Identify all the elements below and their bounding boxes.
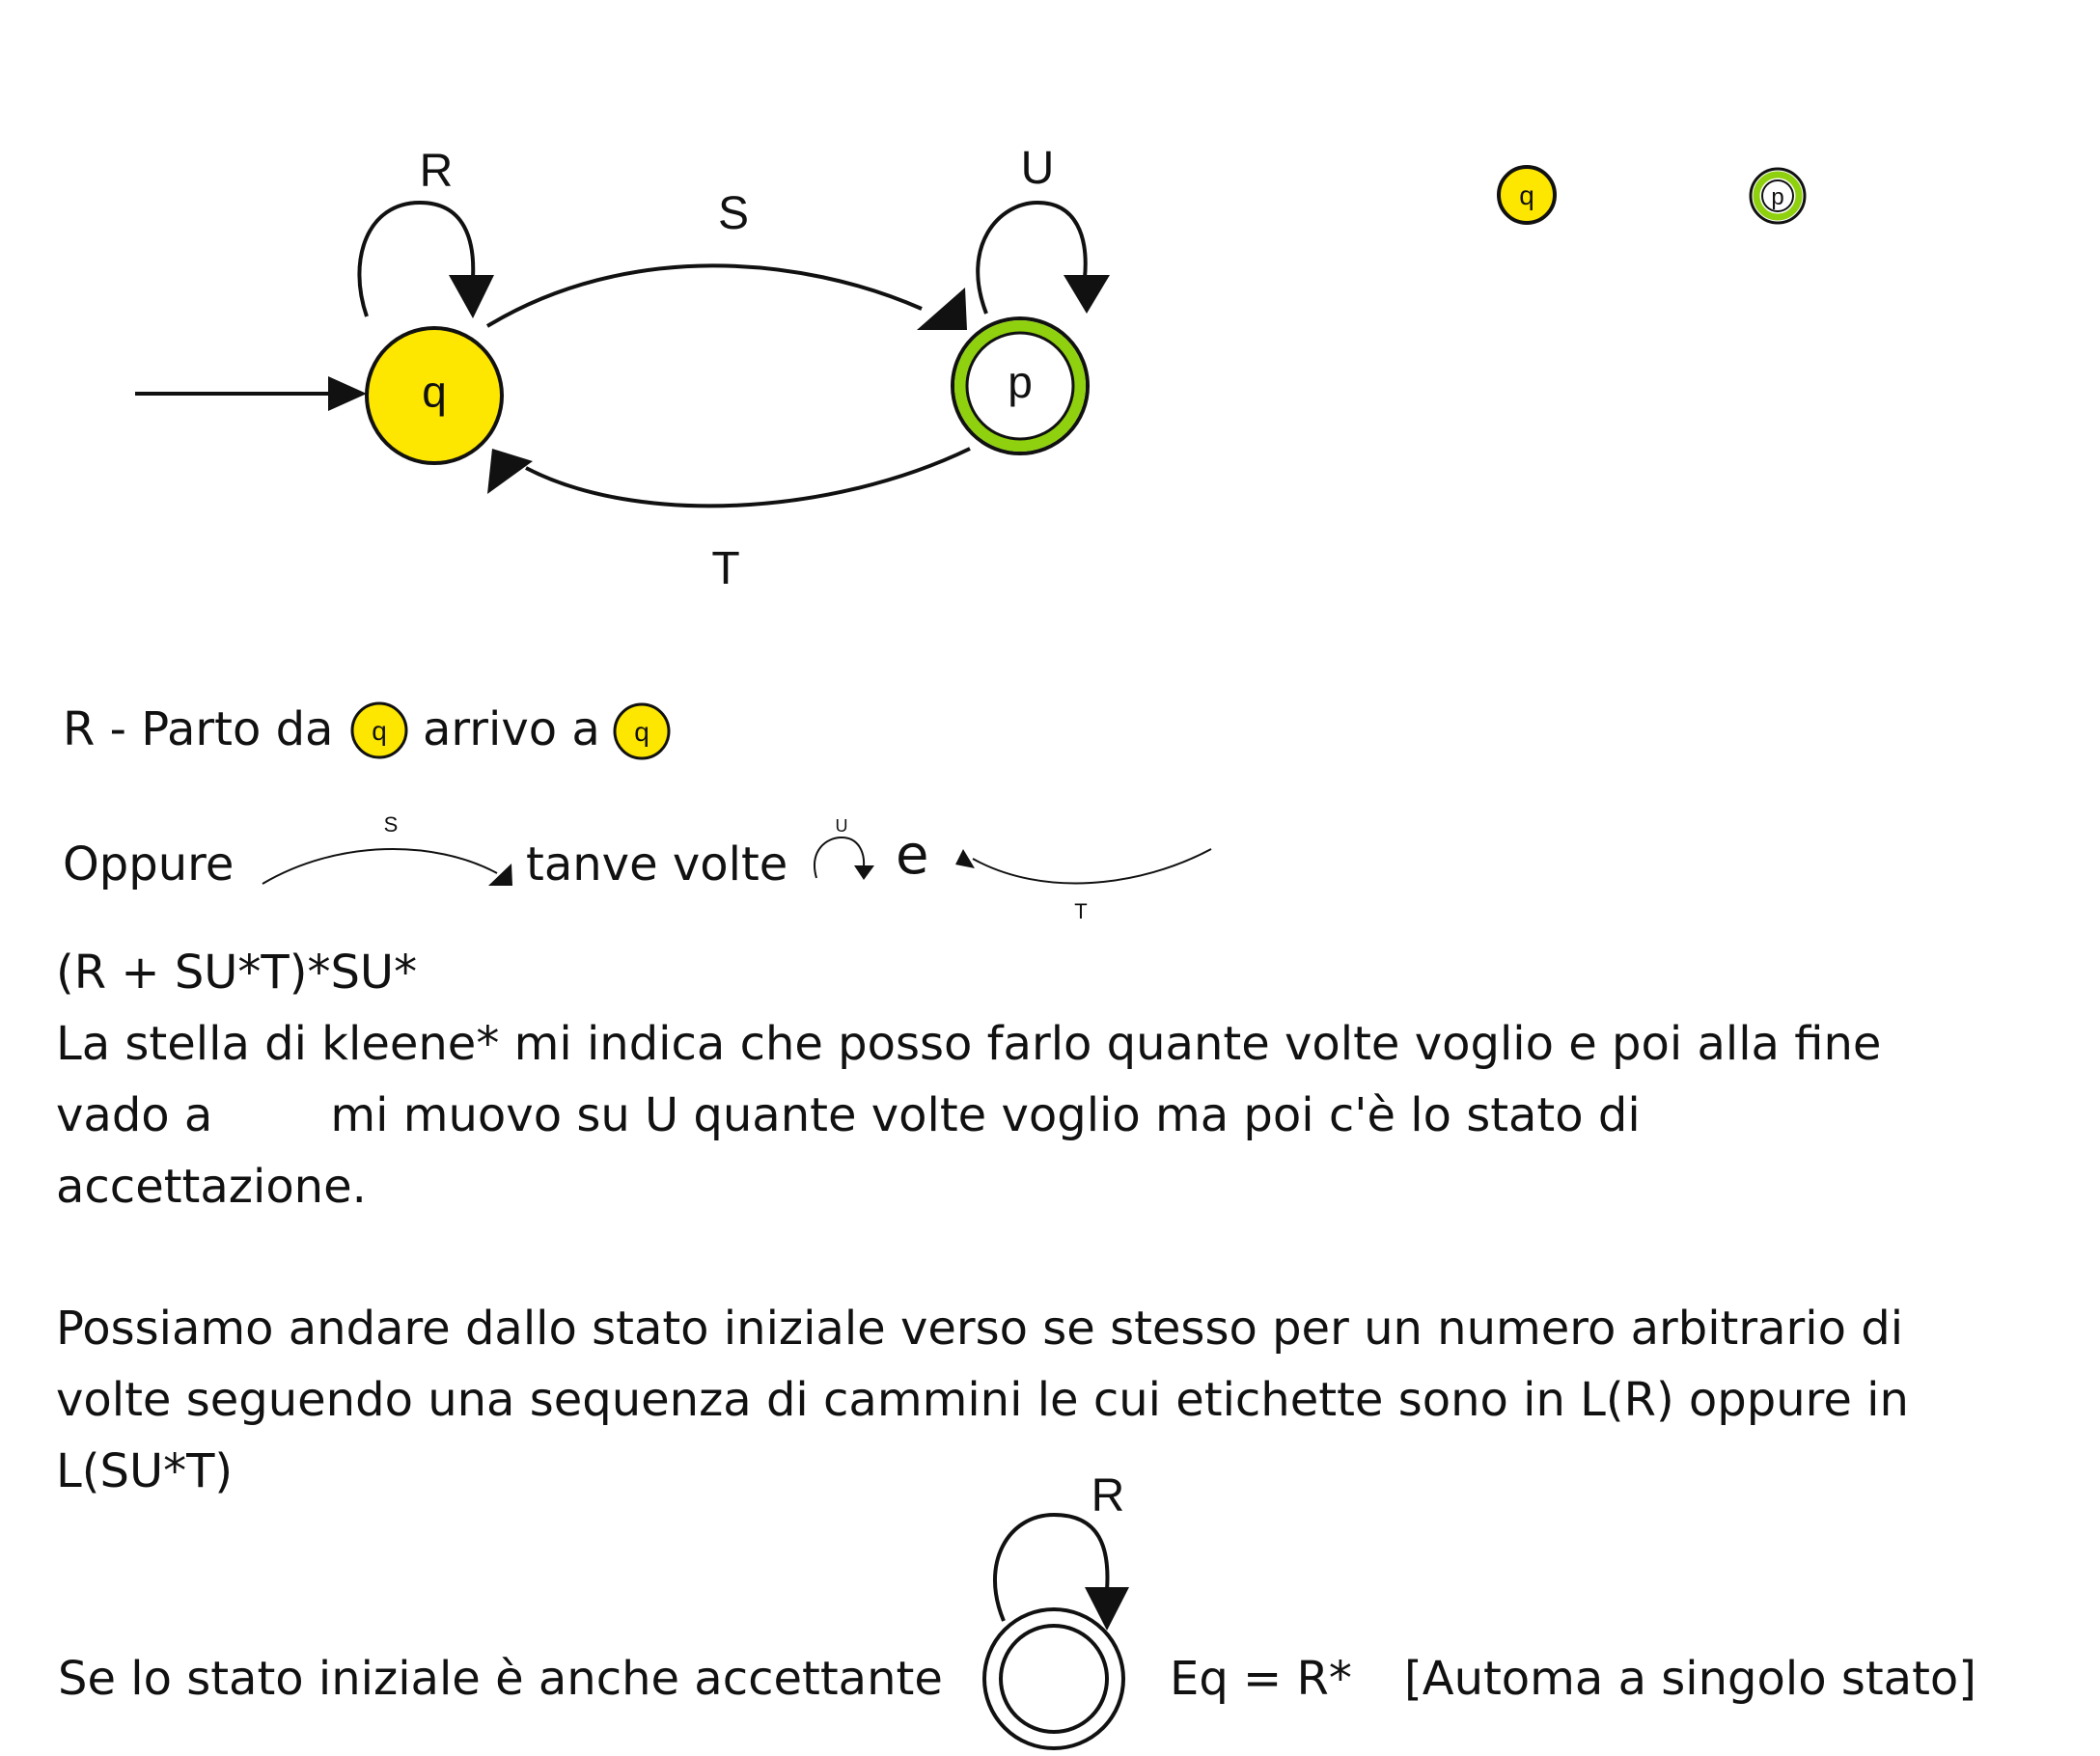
inline-t-arrowhead bbox=[955, 849, 975, 868]
inline-q-icon-2 bbox=[613, 702, 671, 760]
transition-s-arc bbox=[485, 263, 923, 328]
paragraph1-line1: La stella di kleene* mi indica che posso… bbox=[56, 1017, 1881, 1071]
inline-q-label-2: q bbox=[634, 717, 649, 747]
single-state-bracket-note: [Automa a singolo stato] bbox=[1404, 1652, 1976, 1706]
note-line2-mid: tanve volte bbox=[526, 837, 788, 892]
note-line1-start: R - Parto da bbox=[63, 702, 333, 756]
transition-u-arrowhead bbox=[1064, 275, 1110, 314]
single-state-inner-circle bbox=[999, 1624, 1109, 1734]
single-state-lead-text: Se lo stato iniziale è anche accettante bbox=[58, 1652, 943, 1706]
paragraph2-line2: volte seguendo una sequenza di cammini l… bbox=[56, 1373, 1909, 1427]
transition-s: S bbox=[485, 188, 967, 330]
paragraph2-line1: Possiamo andare dallo stato iniziale ver… bbox=[56, 1302, 1903, 1356]
inline-s-arc bbox=[262, 847, 498, 885]
inline-u-label: U bbox=[836, 816, 848, 836]
single-state-loop-arrowhead bbox=[1085, 1587, 1129, 1631]
legend-q-label: q bbox=[1519, 180, 1534, 210]
inline-u-arc bbox=[814, 836, 866, 879]
legend-state-p: p bbox=[1749, 167, 1807, 225]
transition-u-loop: U bbox=[976, 143, 1110, 315]
state-q-circle bbox=[365, 326, 504, 465]
inline-s-label: S bbox=[384, 812, 399, 837]
inline-q-label-1: q bbox=[372, 716, 387, 746]
transition-r-loop: R bbox=[357, 146, 494, 318]
inline-t-arc bbox=[972, 848, 1212, 885]
start-arrow bbox=[135, 376, 367, 411]
paragraph1-line3: accettazione. bbox=[56, 1160, 367, 1214]
inline-q-icon-1 bbox=[350, 701, 408, 759]
paragraph2-line3: L(SU*T) bbox=[56, 1444, 233, 1498]
transition-u-label: U bbox=[1021, 143, 1055, 194]
legend-p-label: p bbox=[1771, 184, 1783, 210]
transition-t-arrowhead bbox=[487, 449, 533, 494]
notes: R - Parto da q arrivo a q Oppure S tanve… bbox=[56, 701, 1976, 1750]
transition-r-arrowhead bbox=[449, 275, 494, 318]
inline-u-arrowhead bbox=[854, 865, 874, 880]
note-line2-and: e bbox=[896, 824, 928, 887]
legend: q p bbox=[1497, 165, 1807, 225]
paragraph1-line2: vado a mi muovo su U quante volte voglio… bbox=[56, 1088, 1641, 1142]
paragraph-initial-state: Possiamo andare dallo stato iniziale ver… bbox=[56, 1302, 1909, 1498]
single-state-loop-arc bbox=[993, 1512, 1110, 1622]
note-line1-mid: arrivo a bbox=[423, 702, 600, 756]
paragraph-kleene: La stella di kleene* mi indica che posso… bbox=[56, 1017, 1881, 1214]
note-line-1: R - Parto da q arrivo a q bbox=[63, 701, 671, 760]
note-line2-start: Oppure bbox=[63, 837, 234, 892]
transition-u-arc bbox=[976, 200, 1088, 315]
transition-s-label: S bbox=[718, 188, 749, 239]
transition-t-label: T bbox=[711, 543, 739, 594]
transition-r-arc bbox=[357, 200, 476, 317]
regex-expression: (R + SU*T)*SU* bbox=[56, 946, 417, 1000]
transition-t-arc bbox=[525, 447, 971, 508]
transition-s-arrowhead bbox=[917, 288, 967, 330]
automaton-diagram: q p R S U T bbox=[135, 143, 1110, 594]
single-state-equation: Eq = R* bbox=[1170, 1652, 1352, 1706]
state-p-label: p bbox=[1008, 357, 1033, 407]
note-line-2: Oppure S tanve volte U e T bbox=[63, 812, 1212, 923]
legend-state-q: q bbox=[1497, 165, 1557, 225]
state-p-inner-circle bbox=[965, 331, 1075, 441]
state-p-ring bbox=[954, 320, 1086, 452]
inline-t-label: T bbox=[1074, 899, 1087, 923]
inline-s-arrowhead bbox=[488, 864, 512, 886]
state-q: q bbox=[365, 326, 504, 465]
single-state-automaton: R bbox=[982, 1470, 1129, 1750]
single-state-loop-label: R bbox=[1091, 1470, 1125, 1522]
single-state-line: Se lo stato iniziale è anche accettante … bbox=[58, 1470, 1976, 1750]
transition-t: T bbox=[487, 447, 971, 594]
state-p: p bbox=[951, 316, 1090, 455]
transition-r-label: R bbox=[420, 146, 454, 197]
state-q-label: q bbox=[422, 367, 447, 417]
